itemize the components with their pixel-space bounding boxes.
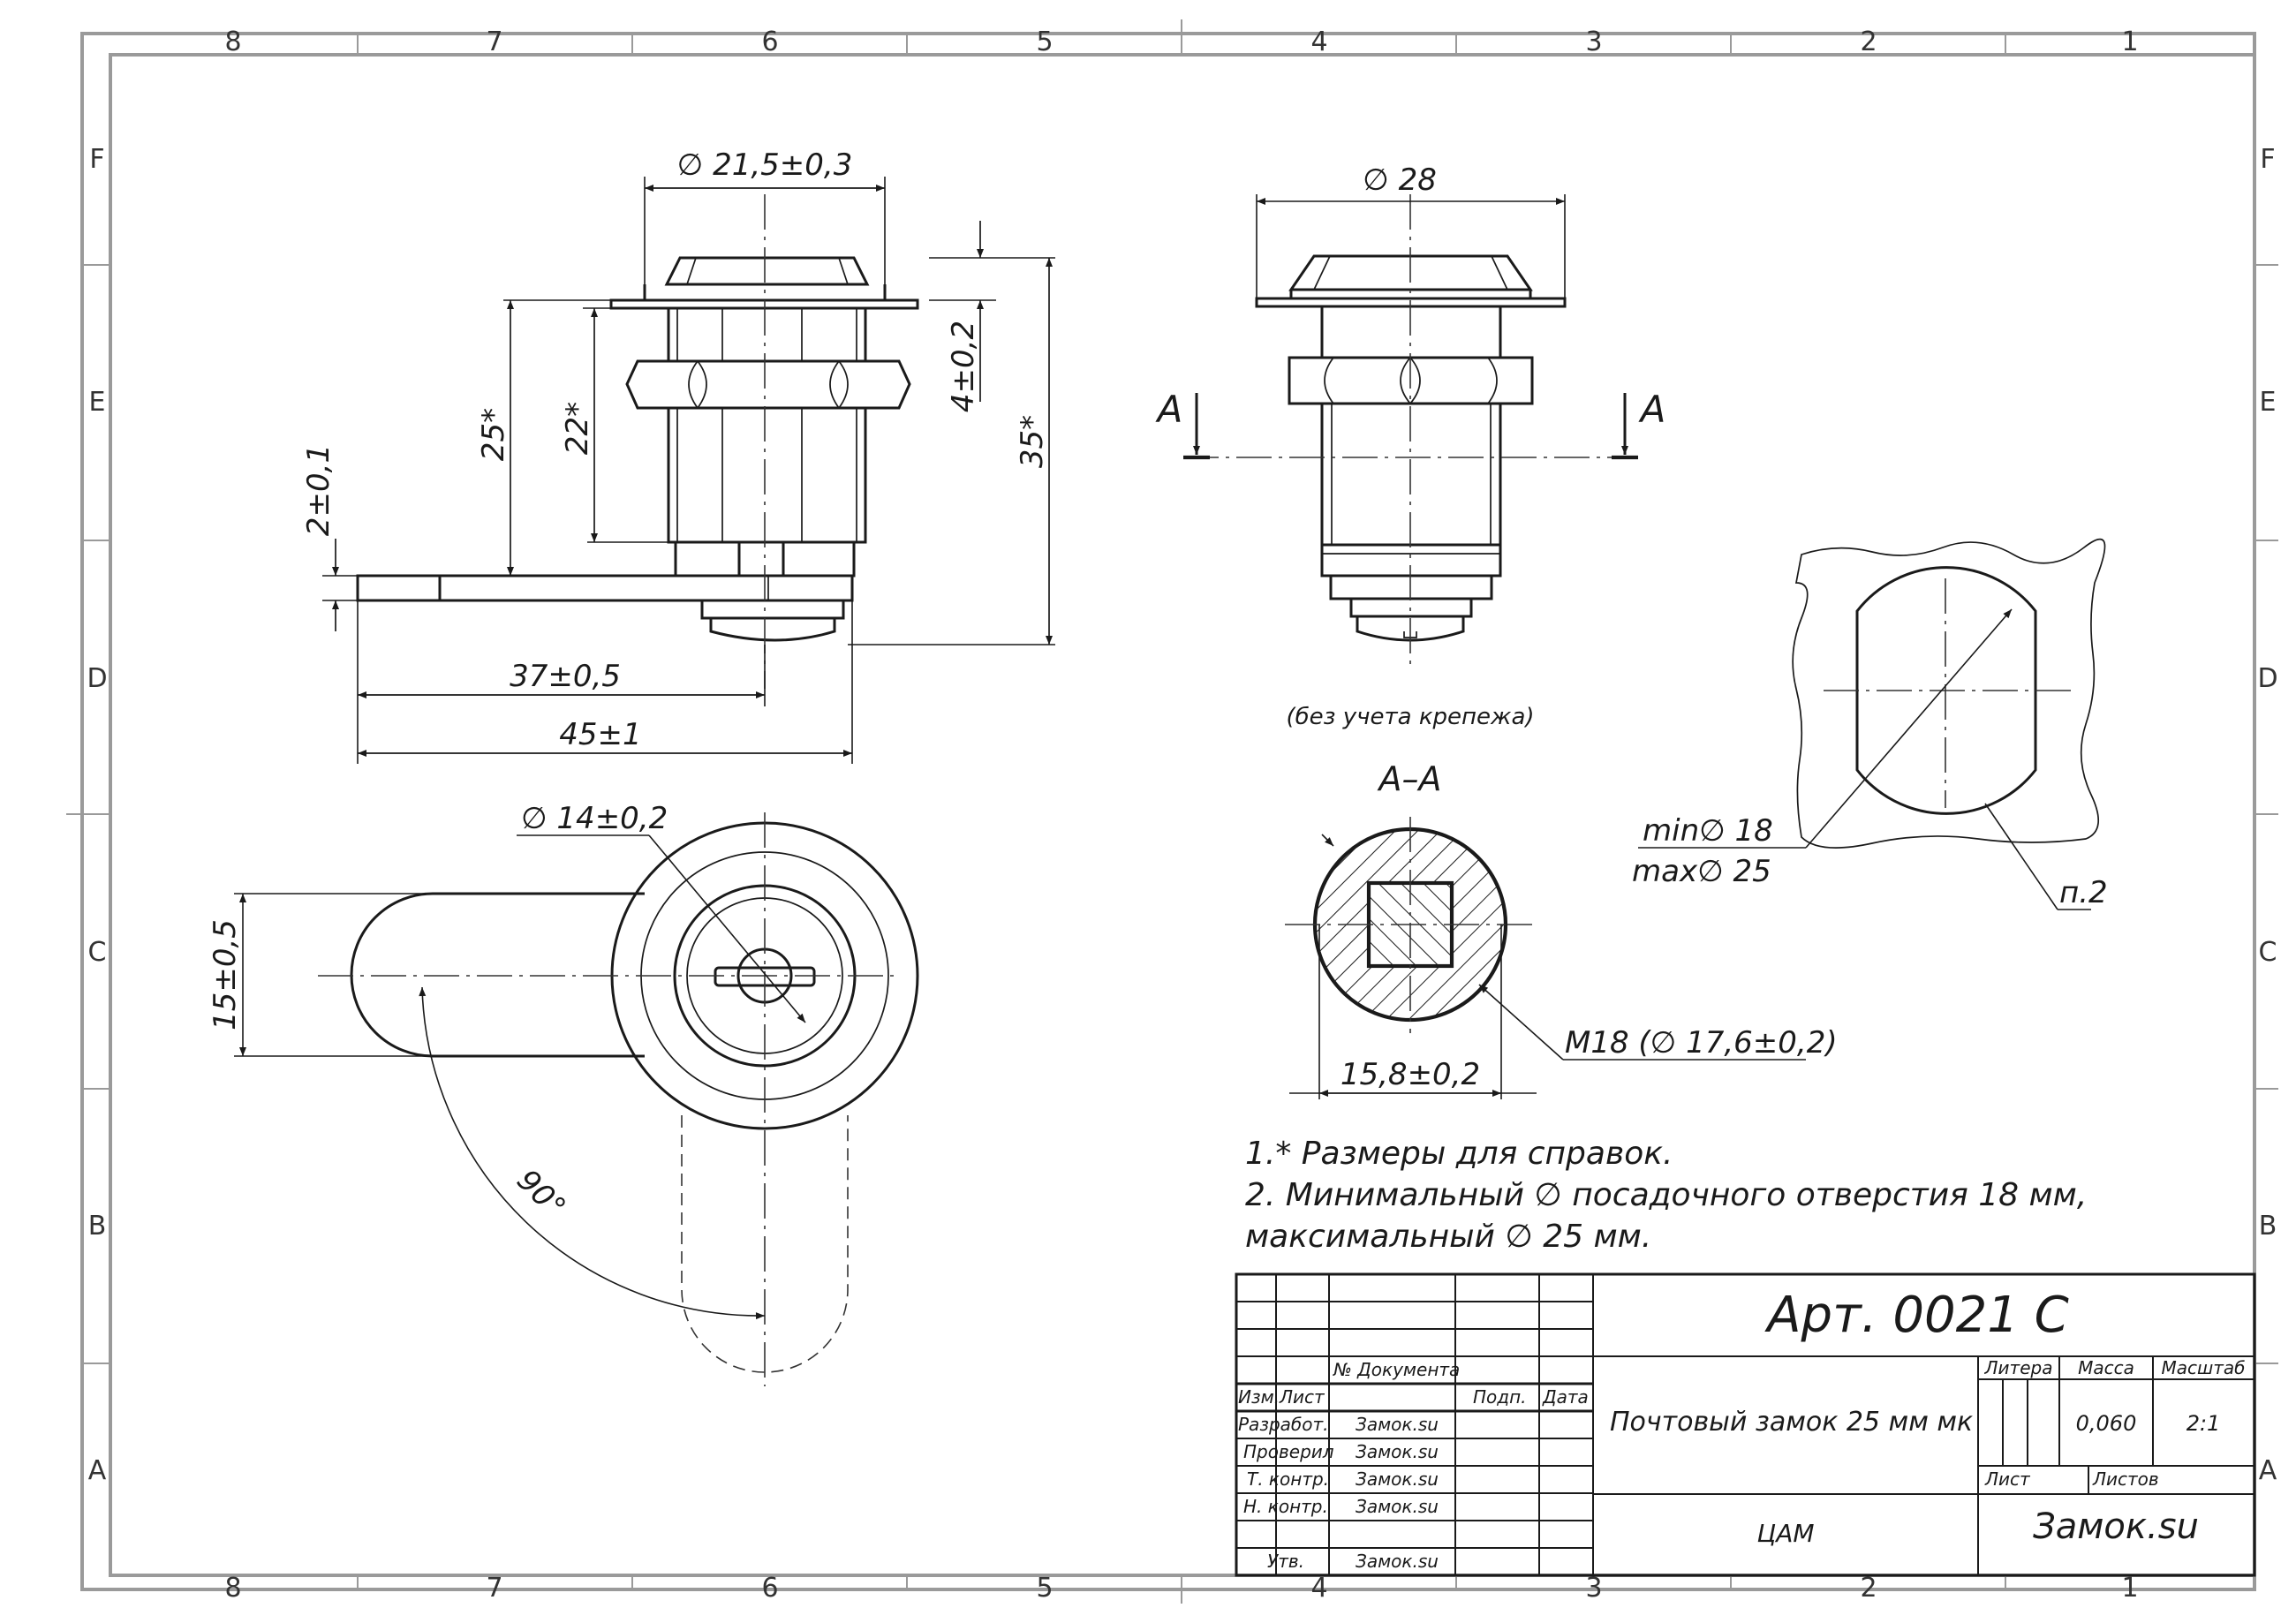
section-title: А–А (1377, 759, 1442, 798)
tb-role-developer: Разработ. (1238, 1414, 1328, 1435)
tb-product-name: Почтовый замок 25 мм мк (1610, 1407, 1973, 1438)
grid-col-bottom-4: 4 (1310, 1573, 1327, 1604)
dim-15-8: 15,8±0,2 (1341, 1057, 1480, 1092)
notes: 1.* Размеры для справок. 2. Минимальный … (1245, 1136, 2087, 1255)
hole-detail: min∅ 18 max∅ 25 п.2 (1632, 538, 2108, 910)
tb-material: ЦАМ (1756, 1519, 1814, 1548)
tb-name-developer: Замок.su (1356, 1414, 1439, 1435)
dim-thread: M18 (∅ 17,6±0,2) (1565, 1025, 1838, 1061)
grid-col-top-4: 4 (1310, 26, 1327, 57)
grid-row-left-b: B (88, 1211, 107, 1242)
tb-role-checker: Проверил (1243, 1441, 1334, 1462)
grid-row-left-e: E (89, 387, 106, 418)
dim-35: 35* (1015, 415, 1050, 468)
grid-col-top-6: 6 (761, 26, 778, 57)
tb-mass-value: 0,060 (2076, 1411, 2137, 1436)
tb-name-norm-control: Замок.su (1356, 1496, 1439, 1517)
dim-hole-min: min∅ 18 (1643, 813, 1773, 849)
tb-article: Арт. 0021 С (1764, 1287, 2069, 1344)
dim-37: 37±0,5 (510, 659, 621, 694)
tb-header-sheets: Листов (2092, 1468, 2159, 1490)
note-1: 1.* Размеры для справок. (1245, 1136, 1673, 1172)
dim-22: 22* (560, 402, 595, 455)
grid-row-left-a: A (88, 1455, 107, 1486)
grid-row-right-a: A (2259, 1455, 2277, 1486)
tb-header-sheet: Лист (1984, 1468, 2031, 1490)
tb-scale-value: 2:1 (2186, 1411, 2221, 1436)
dim-4: 4±0,2 (946, 321, 981, 412)
grid-col-top-7: 7 (486, 26, 502, 57)
dim-15: 15±0,5 (208, 919, 243, 1030)
grid-col-bottom-7: 7 (486, 1573, 502, 1604)
tb-header-litera: Литера (1984, 1357, 2053, 1378)
grid-row-right-c: C (2259, 937, 2277, 968)
tb-header-sign: Подп. (1473, 1386, 1527, 1408)
grid-col-bottom-8: 8 (224, 1573, 241, 1604)
tb-name-checker: Замок.su (1356, 1441, 1439, 1462)
grid-col-bottom-6: 6 (761, 1573, 778, 1604)
grid-row-right-d: D (2257, 663, 2277, 694)
tb-name-approved: Замок.su (1356, 1551, 1439, 1572)
grid-col-bottom-5: 5 (1036, 1573, 1053, 1604)
tb-header-doc: № Документа (1333, 1359, 1460, 1380)
grid-col-top-5: 5 (1036, 26, 1053, 57)
grid-col-bottom-3: 3 (1585, 1573, 1602, 1604)
grid-row-left-f: F (89, 144, 104, 175)
grid-row-left-c: C (88, 937, 107, 968)
grid-row-left-d: D (87, 663, 107, 694)
front-view: ∅ 21,5±0,3 4±0,2 35* 25* 22* 2±0,1 37±0,… (301, 147, 1055, 764)
dim-2: 2±0,1 (301, 444, 336, 536)
grid-row-right-e: E (2260, 387, 2277, 418)
section-mark-left: А (1155, 388, 1183, 431)
dim-dia-head: ∅ 28 (1363, 162, 1437, 198)
dim-dia-flange: ∅ 21,5±0,3 (677, 147, 853, 183)
tb-role-norm-control: Н. контр. (1243, 1496, 1328, 1517)
grid-col-top-8: 8 (224, 26, 241, 57)
grid-col-top-1: 1 (2121, 26, 2138, 57)
tb-header-list: Лист (1279, 1386, 1325, 1408)
note-2: 2. Минимальный ∅ посадочного отверстия 1… (1245, 1177, 2087, 1213)
grid-col-bottom-1: 1 (2121, 1573, 2138, 1604)
grid-col-top-3: 3 (1585, 26, 1602, 57)
tb-name-tech-control: Замок.su (1356, 1468, 1439, 1490)
section-view: А–А 15,8±0,2 M18 (∅ 17,6±0,2) (1285, 759, 1838, 1099)
tb-company: Замок.su (2033, 1506, 2199, 1547)
title-block: № Документа Изм. Лист Подп. Дата Разрабо… (1235, 1272, 2256, 1577)
caption-no-fastener: (без учета крепежа) (1286, 704, 1534, 730)
tb-header-mass: Масса (2078, 1357, 2134, 1378)
dim-25: 25* (476, 408, 511, 461)
tb-role-approved: Утв. (1267, 1551, 1304, 1572)
grid-col-top-2: 2 (1860, 26, 1877, 57)
grid-row-right-f: F (2260, 144, 2275, 175)
tb-header-izm: Изм. (1238, 1386, 1280, 1408)
drawing-frame: 8 7 6 5 4 3 2 1 8 7 6 5 4 3 2 1 F E D C … (66, 19, 2278, 1604)
side-view: А А ∅ 28 (без учета крепежа) (1155, 162, 1666, 730)
note-ref-p2: п.2 (2059, 875, 2108, 910)
dim-hole-max: max∅ 25 (1632, 854, 1771, 889)
tb-header-date: Дата (1542, 1386, 1589, 1408)
grid-row-right-b: B (2259, 1211, 2277, 1242)
tb-role-tech-control: Т. контр. (1247, 1468, 1329, 1490)
dim-dia-key: ∅ 14±0,2 (521, 801, 668, 836)
grid-col-bottom-2: 2 (1860, 1573, 1877, 1604)
section-mark-right: А (1638, 388, 1666, 431)
top-view: ∅ 14±0,2 15±0,5 90° (208, 801, 919, 1386)
dim-45: 45±1 (559, 717, 641, 752)
note-3: максимальный ∅ 25 мм. (1245, 1219, 1651, 1255)
tb-header-scale: Масштаб (2161, 1357, 2245, 1378)
